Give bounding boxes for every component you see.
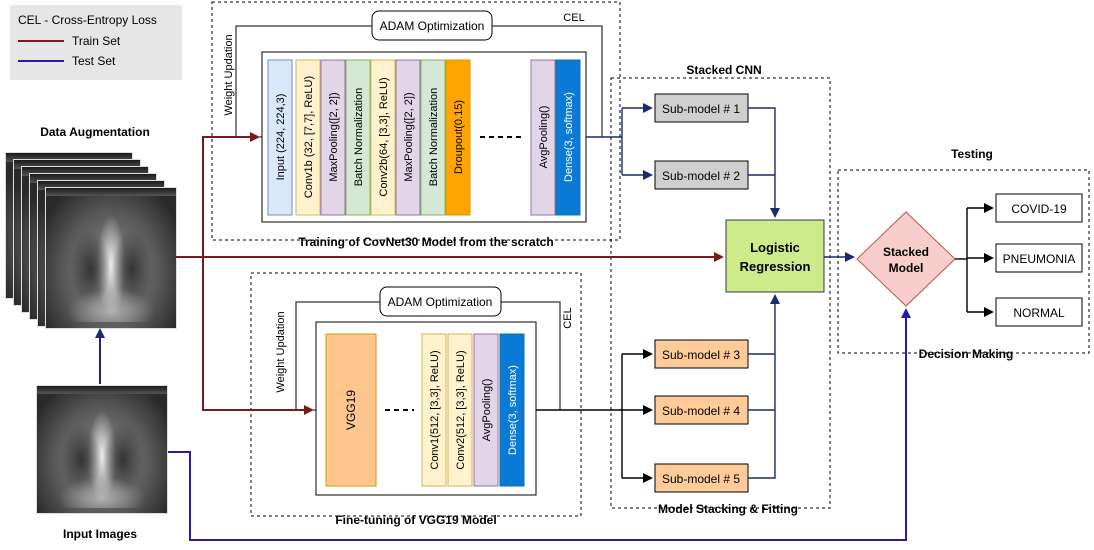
submodel-1-label: Sub-model # 1 [662, 102, 740, 116]
submodel-1-box [654, 93, 749, 123]
covnet-layer-bn2 [420, 59, 446, 216]
stacking-connectors [586, 103, 780, 218]
data-augmentation-label: Data Augmentation [40, 125, 150, 139]
weight-bottom-label: Weight Updation [275, 311, 287, 392]
covnet-training-caption: Training of CovNet30 Model from the scra… [298, 235, 553, 249]
cel-bottom-label: CEL [562, 307, 574, 328]
vgg-finetune-caption: Fine-tuning of VGG19 Model [335, 513, 496, 527]
output-pneumonia-label: PNEUMONIA [1003, 252, 1076, 266]
output-covid-box [995, 193, 1083, 223]
stacked-cnn-label: Stacked CNN [686, 63, 761, 77]
submodel-2-label: Sub-model # 2 [662, 169, 740, 183]
covnet-label-dropout: Droupout(0.15) [453, 100, 465, 174]
covnet-layer-conv2b [370, 59, 396, 216]
vgg-layer-dense [499, 333, 525, 487]
covnet-layer-conv1b [295, 59, 321, 216]
test-set-connector [168, 308, 911, 541]
stacked-model-diamond [856, 211, 956, 307]
legend-panel [10, 5, 182, 80]
submodel-4-label: Sub-model # 4 [662, 404, 740, 418]
output-normal-box [995, 297, 1083, 327]
output-covid-label: COVID-19 [1011, 202, 1067, 216]
stacking-region [610, 77, 831, 509]
decision-caption: Decision Making [919, 347, 1014, 361]
vgg-stacking-connectors [536, 349, 653, 483]
logistic-line-1: Logistic [750, 240, 800, 255]
covnet-label-conv2b: Conv2b(64, [3,3], ReLU) [378, 77, 390, 196]
vgg-label-conv2: Conv2(512, [3,3], ReLU) [455, 350, 467, 469]
covnet-label-conv1b: Conv1b (32, [7,7], ReLU) [303, 76, 315, 198]
stacking-caption: Model Stacking & Fitting [658, 502, 798, 516]
covnet-layer-maxpool2 [395, 59, 421, 216]
covnet-label-bn1: Batch Normalization [353, 88, 365, 186]
vgg-label-dense: Dense(3, softmax) [507, 365, 519, 455]
stacked-line-1: Stacked [883, 245, 929, 259]
stacked-line-2: Model [889, 261, 924, 275]
vgg-layer-conv1 [421, 333, 447, 487]
covnet-label-maxpool2: MaxPooling([2, 2]) [403, 92, 415, 181]
vgg-label-vgg19: VGG19 [344, 390, 358, 430]
testing-label: Testing [951, 147, 993, 161]
output-connectors [955, 203, 994, 317]
vgg-layer-avgpool [473, 333, 499, 487]
vgg-layer-vgg19 [325, 333, 377, 487]
vgg-layer-conv2 [447, 333, 473, 487]
covnet-label-input: Input (224, 224,3) [275, 94, 287, 181]
legend-cel-text: CEL - Cross-Entropy Loss [18, 13, 157, 27]
covnet-label-dense: Dense(3, softmax) [563, 92, 575, 182]
submodel-to-logistic [748, 294, 780, 479]
input-images-label: Input Images [63, 527, 137, 541]
covnet-layer-dropout [445, 59, 471, 216]
covnet-label-avgpool: AvgPooling() [538, 106, 550, 169]
vgg-label-avgpool: AvgPooling() [481, 379, 493, 442]
covnet-label-bn2: Batch Normalization [428, 88, 440, 186]
covnet-layer-bn1 [345, 59, 371, 216]
submodel-3-box [654, 339, 749, 369]
submodel-4-box [654, 395, 749, 425]
decision-region [837, 169, 1090, 354]
output-normal-label: NORMAL [1013, 306, 1065, 320]
covnet-layer-dense [555, 59, 581, 216]
adam-bottom-label: ADAM Optimization [388, 295, 493, 309]
submodel-2-box [654, 160, 749, 190]
train-set-connectors [176, 132, 724, 415]
covnet-label-maxpool1: MaxPooling([2, 2]) [328, 92, 340, 181]
submodel-5-box [654, 463, 749, 493]
legend-train-text: Train Set [72, 34, 121, 48]
submodel-5-label: Sub-model # 5 [662, 472, 740, 486]
vgg-layer-stack: VGG19 Conv1(512, [3,3], ReLU) Conv2(512,… [325, 333, 525, 487]
legend-test-text: Test Set [72, 54, 116, 68]
covnet-layer-maxpool1 [320, 59, 346, 216]
weight-top-label: Weight Updation [223, 34, 235, 115]
logistic-regression-box [725, 219, 825, 293]
covnet-layer-input [267, 59, 293, 216]
submodel-3-label: Sub-model # 3 [662, 348, 740, 362]
output-pneumonia-box [995, 243, 1083, 273]
cel-top-label: CEL [563, 12, 584, 24]
logistic-line-2: Regression [740, 259, 811, 274]
vgg-label-conv1: Conv1(512, [3,3], ReLU) [429, 350, 441, 469]
vgg-finetune-region [250, 272, 582, 517]
covnet-layer-avgpool [530, 59, 556, 216]
input-xray-image [36, 385, 168, 514]
covnet-layer-stack: Input (224, 224,3) Conv1b (32, [7,7], Re… [267, 59, 581, 216]
adam-top-label: ADAM Optimization [380, 19, 485, 33]
covnet-training-region [211, 1, 621, 241]
